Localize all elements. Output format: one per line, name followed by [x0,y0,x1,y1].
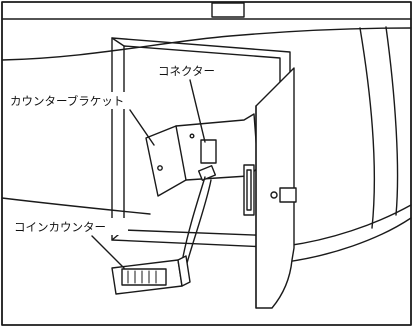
counter-bracket-fold [175,125,187,181]
cabinet-base-curve [285,217,412,263]
connector-label: コネクター [158,64,215,78]
coin-counter-side [177,255,191,287]
connector-block [200,139,217,164]
coin-counter-digits [127,270,157,284]
counter-bracket-label: カウンターブラケット [10,94,124,108]
door-slot-inner [246,169,252,211]
connector-plug [197,165,217,181]
door-frame-depth-tl [111,37,125,47]
cabinet-bottom-edge [1,197,151,215]
top-panel-window [211,2,245,18]
connector-leader-line [189,79,206,143]
coin-counter-display [121,268,167,286]
cabinet-side-curve-2 [385,26,399,216]
door-slot [243,164,255,216]
cabinet-bottom-edge-right [285,204,412,247]
door-lock-cylinder [270,191,278,199]
counter-bracket-leader-line [129,109,155,146]
cabinet-side-curve [359,27,376,229]
coin-counter-label: コインカウンター [14,220,106,234]
coin-counter-harness-2 [186,179,212,264]
door-lock-key [279,187,297,203]
coin-counter-harness [181,176,206,263]
bracket-screw [189,133,195,139]
cabinet-top-edge [1,27,412,61]
bracket-screw [157,165,163,171]
coin-counter-leader-line [91,235,125,269]
open-door-panel [255,67,295,309]
